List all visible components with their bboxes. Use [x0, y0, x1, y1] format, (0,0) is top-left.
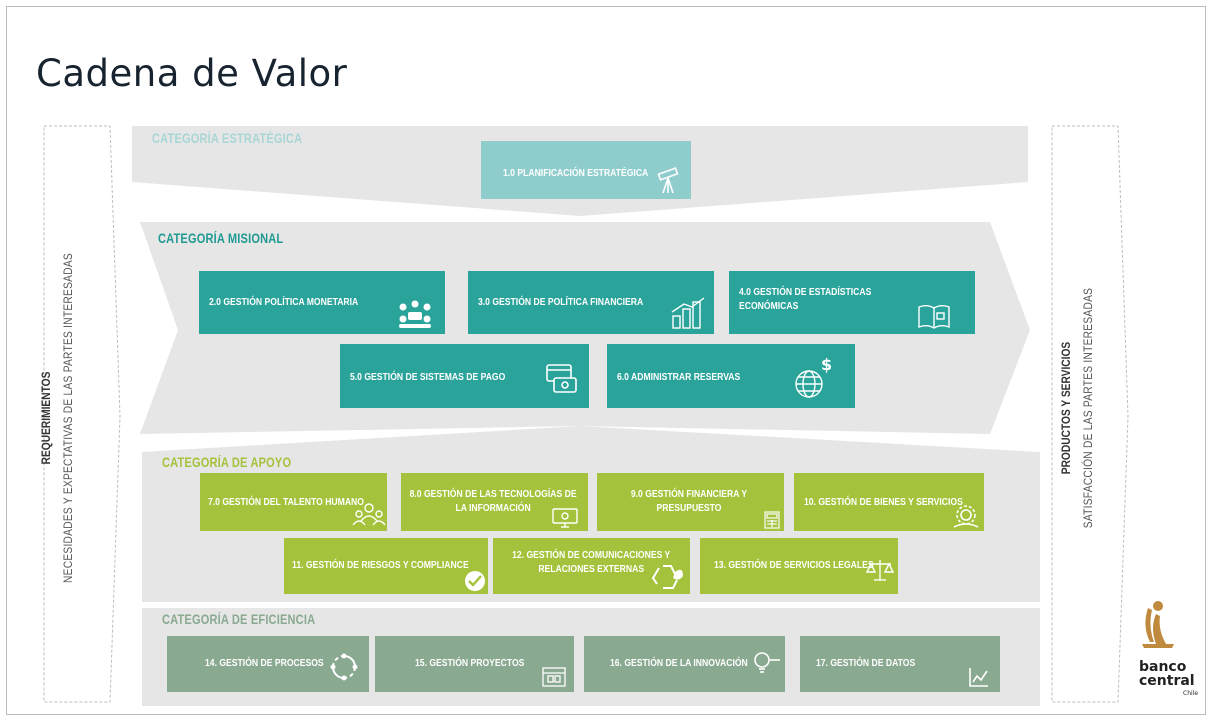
- box-gestion-datos[interactable]: 17. GESTIÓN DE DATOS: [800, 636, 1000, 692]
- box-tecnologias-informacion[interactable]: 8.0 GESTIÓN DE LAS TECNOLOGÍAS DE LA INF…: [401, 473, 588, 531]
- box-riesgos-compliance[interactable]: 11. GESTIÓN DE RIESGOS Y COMPLIANCE: [284, 538, 488, 594]
- box-label: 14. GESTIÓN DE PROCESOS: [205, 657, 324, 669]
- logo-line1: banco: [1139, 659, 1187, 675]
- box-label: 17. GESTIÓN DE DATOS: [816, 657, 916, 669]
- cycle-icon: [330, 653, 358, 681]
- lightbulb-icon: [754, 652, 780, 673]
- box-gestion-innovacion[interactable]: 16. GESTIÓN DE LA INNOVACIÓN: [584, 636, 785, 692]
- box-gestion-proyectos[interactable]: 15. GESTIÓN PROYECTOS: [375, 636, 574, 692]
- box-gestion-procesos[interactable]: 14. GESTIÓN DE PROCESOS: [167, 636, 369, 692]
- meeting-people-icon: [399, 300, 431, 328]
- box-administrar-reservas[interactable]: 6.0 ADMINISTRAR RESERVAS $: [607, 344, 855, 408]
- box-label: 13. GESTIÓN DE SERVICIOS LEGALES: [714, 559, 874, 571]
- right-products-arrow: [1051, 125, 1129, 703]
- category-eficiencia-label: CATEGORÍA DE EFICIENCIA: [162, 612, 316, 627]
- left-requirements-arrow: [43, 125, 121, 703]
- payment-icon: [546, 364, 577, 393]
- box-label: 15. GESTIÓN PROYECTOS: [415, 657, 525, 669]
- computer-icon: [552, 508, 578, 528]
- scales-icon: [866, 560, 894, 581]
- category-estrategica-label: CATEGORÍA ESTRATÉGICA: [152, 131, 303, 146]
- telescope-icon: [657, 167, 679, 194]
- gear-hand-icon: [953, 505, 979, 528]
- box-label: 6.0 ADMINISTRAR RESERVAS: [617, 371, 741, 383]
- svg-text:$: $: [821, 355, 832, 374]
- box-financiera-presupuesto[interactable]: 9.0 GESTIÓN FINANCIERA Y PRESUPUESTO: [597, 473, 784, 531]
- calendar-icon: [542, 667, 566, 687]
- box-label: 9.0 GESTIÓN FINANCIERA Y PRESUPUESTO: [630, 488, 748, 514]
- left-panel-line2: NECESIDADES Y EXPECTATIVAS DE LAS PARTES…: [61, 253, 75, 583]
- box-sistemas-de-pago[interactable]: 5.0 GESTIÓN DE SISTEMAS DE PAGO: [340, 344, 589, 408]
- box-label: 4.0 GESTIÓN DE ESTADÍSTICAS ECONÓMICAS: [739, 286, 872, 312]
- box-label: 16. GESTIÓN DE LA INNOVACIÓN: [610, 657, 748, 669]
- bar-chart-icon: [671, 297, 705, 329]
- logo-line3: Chile: [1183, 690, 1199, 697]
- left-panel-text: REQUERIMIENTOS NECESIDADES Y EXPECTATIVA…: [39, 198, 85, 638]
- slide-title: Cadena de Valor: [36, 52, 348, 95]
- right-panel-line1: PRODUCTOS Y SERVICIOS: [1059, 341, 1073, 475]
- logo-line2: central: [1139, 673, 1195, 689]
- box-label: 8.0 GESTIÓN DE LAS TECNOLOGÍAS DE LA INF…: [409, 488, 577, 514]
- calculator-icon: [764, 511, 780, 529]
- line-chart-icon: [969, 668, 988, 687]
- box-comunicaciones-relaciones[interactable]: 12. GESTIÓN DE COMUNICACIONES Y RELACION…: [493, 538, 690, 594]
- box-servicios-legales[interactable]: 13. GESTIÓN DE SERVICIOS LEGALES: [700, 538, 898, 594]
- book-icon: [918, 305, 950, 329]
- slide-frame: [6, 6, 1206, 715]
- box-talento-humano[interactable]: 7.0 GESTIÓN DEL TALENTO HUMANO: [200, 473, 387, 531]
- recycle-icon: [651, 565, 683, 589]
- box-label: 10. GESTIÓN DE BIENES Y SERVICIOS: [804, 496, 963, 508]
- right-panel-line2: SATISFACCIÓN DE LAS PARTES INTERESADAS: [1081, 287, 1095, 529]
- box-label: 2.0 GESTIÓN POLÍTICA MONETARIA: [209, 296, 359, 308]
- category-apoyo-label: CATEGORÍA DE APOYO: [162, 455, 292, 470]
- category-misional-label: CATEGORÍA MISIONAL: [158, 231, 284, 246]
- box-label: 11. GESTIÓN DE RIESGOS Y COMPLIANCE: [292, 559, 469, 571]
- box-label: 1.0 PLANIFICACIÓN ESTRATÉGICA: [503, 167, 649, 179]
- box-label: 7.0 GESTIÓN DEL TALENTO HUMANO: [208, 496, 364, 508]
- left-panel-line1: REQUERIMIENTOS: [39, 371, 53, 465]
- box-label: 5.0 GESTIÓN DE SISTEMAS DE PAGO: [350, 371, 506, 383]
- globe-dollar-icon: $: [795, 355, 832, 398]
- box-label: 12. GESTIÓN DE COMUNICACIONES Y RELACION…: [512, 549, 671, 575]
- box-bienes-servicios[interactable]: 10. GESTIÓN DE BIENES Y SERVICIOS: [794, 473, 984, 531]
- box-label: 3.0 GESTIÓN DE POLÍTICA FINANCIERA: [478, 296, 644, 308]
- banco-central-logo-icon: [1142, 601, 1174, 648]
- right-panel-text: PRODUCTOS Y SERVICIOS SATISFACCIÓN DE LA…: [1059, 193, 1105, 623]
- box-politica-financiera[interactable]: 3.0 GESTIÓN DE POLÍTICA FINANCIERA: [468, 271, 714, 334]
- people-icon: [352, 503, 386, 526]
- box-planificacion-estrategica[interactable]: 1.0 PLANIFICACIÓN ESTRATÉGICA: [481, 141, 691, 199]
- box-estadisticas-economicas[interactable]: 4.0 GESTIÓN DE ESTADÍSTICAS ECONÓMICAS: [729, 271, 975, 334]
- checkmark-icon: [465, 571, 485, 591]
- box-politica-monetaria[interactable]: 2.0 GESTIÓN POLÍTICA MONETARIA: [199, 271, 445, 334]
